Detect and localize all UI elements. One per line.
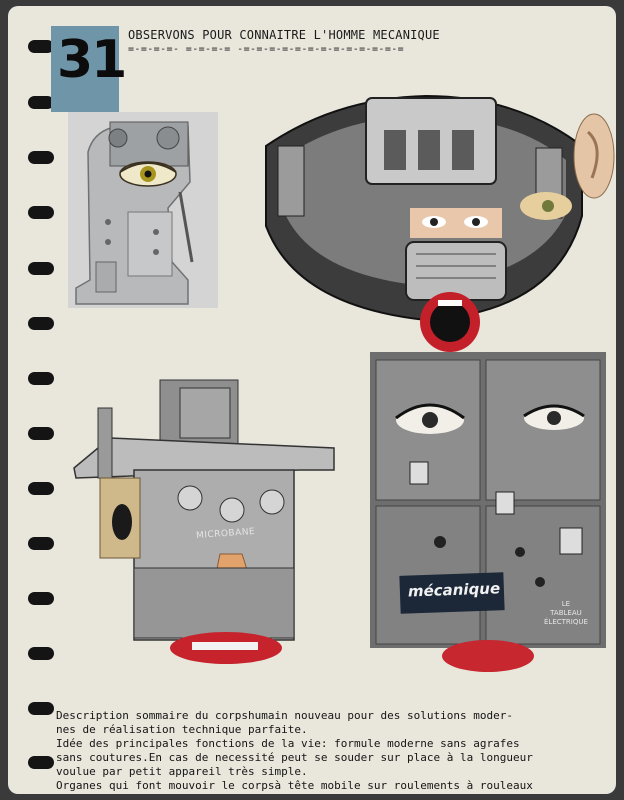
binder-hole [28, 592, 54, 605]
mecanique-text: mécanique [407, 579, 501, 601]
scrapbook-page: 31 OBSERVONS POUR CONNAITRE L'HOMME MECA… [8, 6, 616, 794]
binder-hole [28, 756, 54, 769]
binder-hole [28, 537, 54, 550]
binder-hole [28, 427, 54, 440]
caption-line: LE [561, 600, 571, 608]
binder-hole [28, 702, 54, 715]
title-underline: =-=-=-=- =-=-=-= -=-=-=-=-=-=-=-=-=-=-=-… [128, 44, 405, 55]
tableau-caption: LE TABLEAU ÉLECTRIQUE [544, 600, 588, 627]
description-line: nes de réalisation technique parfaite. [56, 723, 308, 736]
collage-press-machine [68, 112, 218, 308]
description-line: Organes qui font mouvoir le corpsà tête … [56, 779, 533, 792]
collage-grinding-machine [73, 379, 335, 664]
binder-hole [28, 40, 54, 53]
binder-hole [28, 96, 54, 109]
mecanique-caption: mécanique [399, 572, 505, 614]
description-line: voulue par petit appareil très simple. [56, 765, 308, 778]
page-number-badge: 31 [51, 26, 127, 112]
collage-bearing-head [265, 94, 615, 352]
collage-electrical-panel [370, 352, 606, 672]
binder-hole [28, 206, 54, 219]
binder-hole [28, 647, 54, 660]
page-number: 31 [57, 30, 127, 90]
description-line: Idée des principales fonctions de la vie… [56, 737, 520, 750]
binder-hole [28, 262, 54, 275]
page-title: OBSERVONS POUR CONNAITRE L'HOMME MECANIQ… [128, 28, 440, 42]
description-text: Description sommaire du corpshumain nouv… [56, 709, 608, 793]
caption-line: TABLEAU [550, 609, 582, 617]
binder-hole [28, 482, 54, 495]
description-line: Description sommaire du corpshumain nouv… [56, 709, 513, 722]
caption-line: ÉLECTRIQUE [544, 618, 588, 626]
binder-hole [28, 151, 54, 164]
binder-hole [28, 372, 54, 385]
description-line: sans coutures.En cas de necessité peut s… [56, 751, 533, 764]
binder-hole [28, 317, 54, 330]
